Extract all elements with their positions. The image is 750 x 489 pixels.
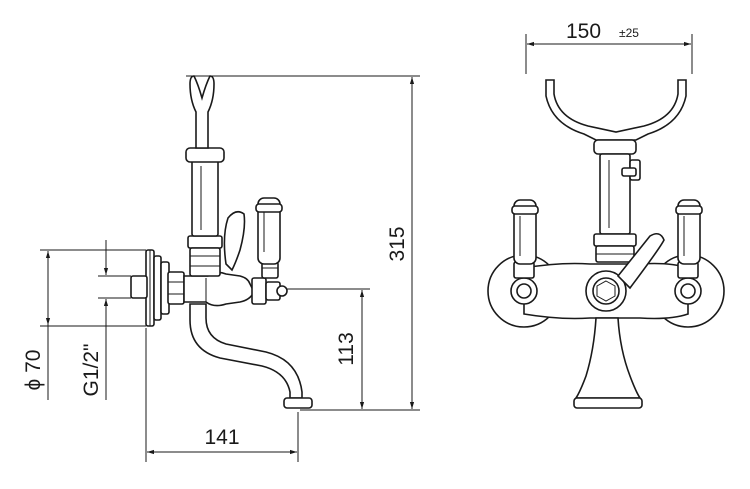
front-holder — [545, 79, 687, 141]
dim-height-total: 315 — [386, 226, 409, 261]
handshower-holder — [189, 75, 215, 149]
mixer-body — [183, 271, 255, 307]
inlet-connector — [130, 275, 148, 299]
front-spout — [574, 317, 642, 399]
dim-thread: G1/2" — [80, 344, 103, 397]
dimension-lines — [40, 34, 693, 462]
bath-spout — [189, 303, 303, 399]
shower-column — [191, 159, 219, 237]
diverter-lever — [223, 210, 246, 272]
dim-width-top: 150 — [566, 20, 601, 43]
dim-flange-diameter: ϕ 70 — [22, 350, 45, 391]
dim-width-tolerance: ±25 — [619, 26, 639, 40]
dimension-labels: 150 ±25 315 113 141 ϕ 70 G1/2" — [22, 20, 639, 449]
side-view — [130, 75, 313, 409]
front-view — [487, 79, 725, 409]
wall-flange — [145, 249, 170, 327]
front-column — [599, 153, 631, 235]
dim-spout-height: 113 — [335, 332, 358, 365]
dim-spout-reach: 141 — [204, 426, 239, 449]
